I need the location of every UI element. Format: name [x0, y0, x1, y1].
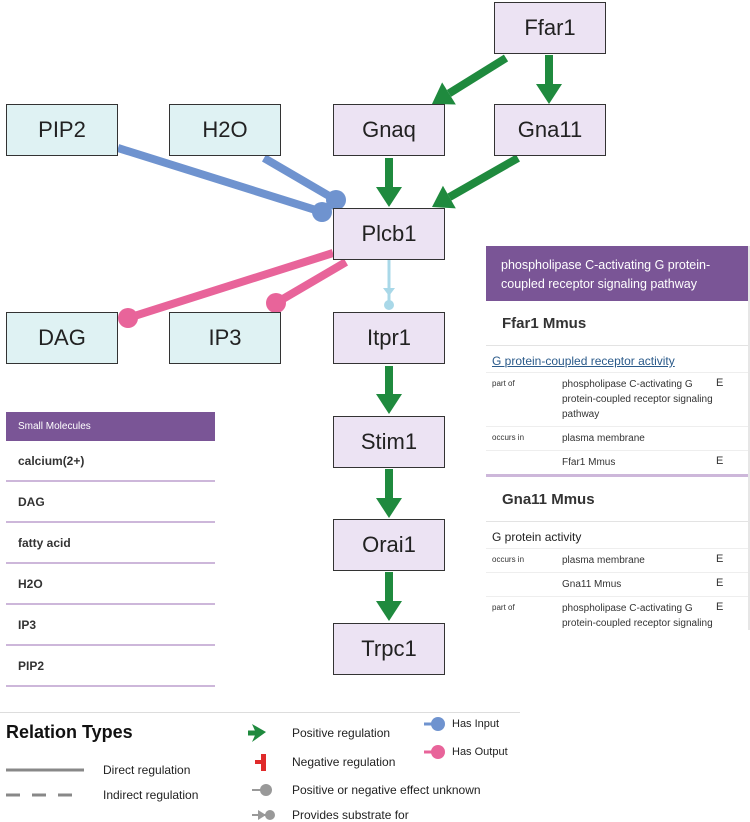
node-plcb1[interactable]: Plcb1 [333, 208, 445, 260]
legend-substrate-icon [252, 810, 275, 820]
legend-unknown-label: Positive or negative effect unknown [292, 783, 481, 797]
node-gna11[interactable]: Gna11 [494, 104, 606, 156]
legend-has-output-label: Has Output [452, 746, 508, 758]
edge-plcb1-ip3 [266, 258, 349, 313]
small-molecules-header: Small Molecules [6, 412, 215, 441]
legend-unknown-icon [252, 784, 272, 796]
legend-has-input-label: Has Input [452, 718, 500, 730]
relation-label [486, 577, 560, 592]
small-molecule-item[interactable]: DAG [6, 482, 215, 523]
node-gnaq[interactable]: Gnaq [333, 104, 445, 156]
legend-has-input-icon [424, 717, 445, 731]
legend-negative-tbar-icon [255, 754, 266, 771]
edge-itpr1-stim1 [376, 366, 402, 414]
legend-divider [0, 712, 520, 713]
edge-orai1-trpc1 [376, 572, 402, 621]
info-section-title[interactable]: Gna11 Mmus [486, 477, 748, 522]
legend-title: Relation Types [6, 722, 133, 742]
info-sections: Ffar1 Mmus G protein-coupled receptor act… [486, 301, 748, 630]
evidence-badge[interactable] [716, 431, 736, 446]
relation-label: occurs in [492, 555, 525, 564]
edges-layer [116, 54, 562, 621]
relation-label: part of [492, 379, 515, 388]
node-itpr1[interactable]: Itpr1 [333, 312, 445, 364]
relation-target[interactable]: plasma membrane [562, 433, 645, 444]
edge-ffar1-gnaq [432, 54, 509, 105]
relation-target[interactable]: phospholipase C-activating G protein-cou… [562, 603, 713, 629]
relation-row: Gna11 Mmus E [486, 572, 748, 596]
info-section: Gna11 Mmus G protein activity occurs in pla… [486, 477, 748, 630]
relation-target[interactable]: plasma membrane [562, 555, 645, 566]
info-panel-header: phospholipase C-activating G protein-cou… [486, 246, 748, 301]
node-pip2[interactable]: PIP2 [6, 104, 118, 156]
node-trpc1[interactable]: Trpc1 [333, 623, 445, 675]
legend-negative-label: Negative regulation [292, 755, 396, 769]
activity-info-panel: phospholipase C-activating G protein-cou… [486, 246, 750, 630]
legend-direct-label: Direct regulation [103, 763, 191, 777]
legend-substrate-label: Provides substrate for [292, 808, 409, 822]
evidence-badge[interactable]: E [716, 553, 724, 565]
molecular-function-title: G protein activity [492, 530, 582, 544]
relation-row: part of phospholipase C-activating G prot… [486, 596, 748, 630]
node-ip3[interactable]: IP3 [169, 312, 281, 364]
edge-plcb1-dag [118, 249, 335, 328]
node-dag[interactable]: DAG [6, 312, 118, 364]
edge-plcb1-itpr1 [383, 260, 395, 310]
relation-target[interactable]: phospholipase C-activating G protein-cou… [562, 379, 713, 420]
molecular-function-title[interactable]: G protein-coupled receptor activity [492, 354, 675, 368]
relation-row: occurs in plasma membrane E [486, 548, 748, 572]
evidence-badge[interactable]: E [716, 377, 724, 389]
small-molecule-item[interactable]: PIP2 [6, 646, 215, 687]
relation-row: Ffar1 Mmus E [486, 450, 748, 474]
small-molecule-item[interactable]: H2O [6, 564, 215, 605]
legend-positive-arrow-icon [252, 724, 266, 742]
evidence-badge[interactable]: E [716, 577, 724, 589]
edge-ffar1-gna11 [536, 55, 562, 104]
edge-gna11-plcb1 [432, 154, 520, 209]
edge-pip2-plcb1 [116, 144, 332, 222]
evidence-badge[interactable]: E [716, 601, 724, 613]
legend-has-output-icon [424, 745, 445, 759]
node-h2o[interactable]: H2O [169, 104, 281, 156]
relation-row: occurs in plasma membrane [486, 426, 748, 450]
edge-gnaq-plcb1 [376, 158, 402, 207]
relation-target[interactable]: Ffar1 Mmus [562, 457, 616, 468]
node-ffar1[interactable]: Ffar1 [494, 2, 606, 54]
node-stim1[interactable]: Stim1 [333, 416, 445, 468]
legend-glyphs [6, 717, 445, 820]
relation-row: part of phospholipase C-activating G prot… [486, 372, 748, 426]
edge-stim1-orai1 [376, 469, 402, 518]
info-section-title[interactable]: Ffar1 Mmus [486, 301, 748, 346]
info-section: Ffar1 Mmus G protein-coupled receptor act… [486, 301, 748, 477]
relation-label: occurs in [492, 433, 525, 442]
relation-label: part of [492, 603, 515, 612]
small-molecule-item[interactable]: fatty acid [6, 523, 215, 564]
relation-label [486, 455, 560, 470]
edge-h2o-plcb1 [261, 154, 346, 210]
legend-positive-label: Positive regulation [292, 726, 391, 740]
small-molecule-item[interactable]: calcium(2+) [6, 441, 215, 482]
evidence-badge[interactable]: E [716, 455, 724, 467]
node-orai1[interactable]: Orai1 [333, 519, 445, 571]
small-molecule-item[interactable]: IP3 [6, 605, 215, 646]
relation-target[interactable]: Gna11 Mmus [562, 579, 622, 590]
legend-indirect-label: Indirect regulation [103, 788, 199, 802]
